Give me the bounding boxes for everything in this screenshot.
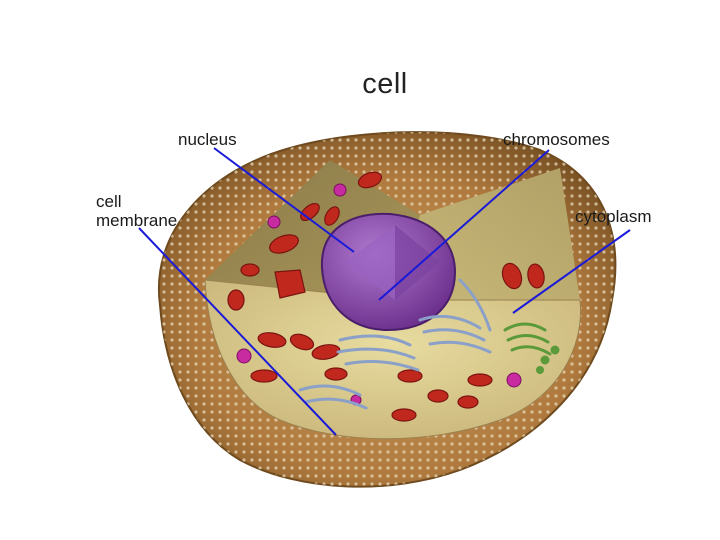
label-cell-membrane-line2: membrane [96, 211, 178, 230]
nucleus-leader-line [213, 147, 355, 253]
cytoplasm-leader-line [512, 229, 631, 314]
label-cytoplasm: cytoplasm [575, 207, 652, 226]
mitochondria [227, 171, 545, 422]
vesicles [236, 183, 522, 406]
label-chromosomes: chromosomes [503, 130, 610, 149]
endoplasmic-reticulum [298, 278, 492, 410]
cell-membrane-leader-line [138, 227, 337, 436]
label-cell-membrane-line1: cell [96, 192, 122, 211]
leader-lines [138, 147, 631, 436]
golgi-apparatus [503, 322, 560, 374]
label-cell-membrane: cell membrane [96, 192, 177, 230]
chromosomes-leader-line [378, 149, 550, 301]
diagram-title: cell [362, 68, 408, 100]
label-nucleus: nucleus [178, 130, 237, 149]
nucleus-shape [320, 212, 457, 332]
